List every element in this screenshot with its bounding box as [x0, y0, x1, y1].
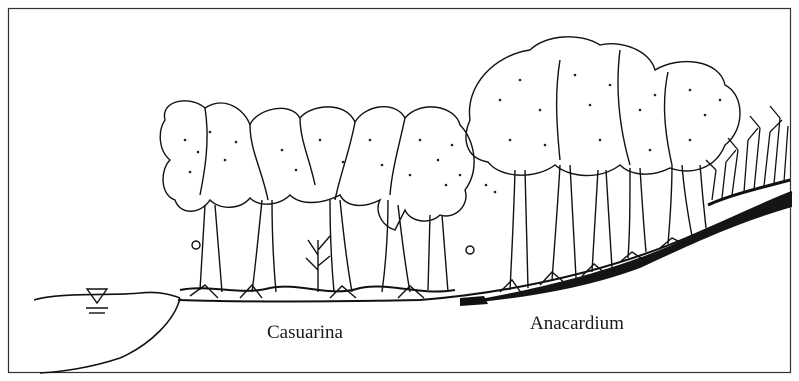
casuarina-label: Casuarina: [267, 322, 343, 344]
casuarina-stand: [160, 101, 474, 298]
anacardium-label: Anacardium: [530, 313, 624, 335]
shore-profile-line: [40, 298, 180, 373]
anacardium-stand: [466, 37, 740, 294]
water-level-symbol: [86, 289, 108, 313]
water-surface-line: [34, 292, 180, 300]
water-body: [34, 292, 180, 373]
water-level-triangle-icon: [87, 289, 107, 303]
casuarina-crown-outline: [160, 101, 474, 230]
casuarina-stipple: [184, 131, 462, 187]
anacardium-crown-outline: [466, 37, 740, 176]
